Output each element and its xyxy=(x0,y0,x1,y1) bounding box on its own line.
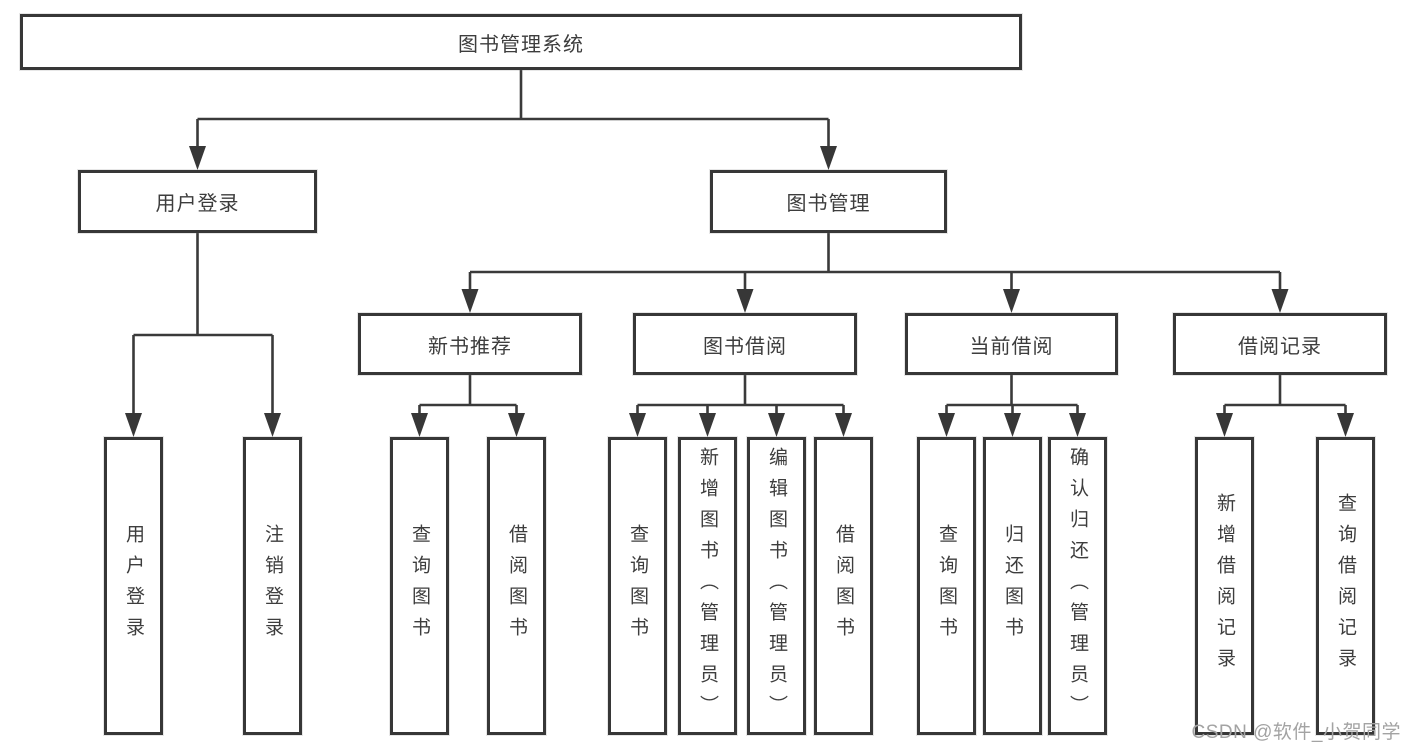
csdn-watermark: CSDN @软件_小贺同学 xyxy=(1191,722,1401,743)
leaf-add-books-admin: 新增图书（管理员） xyxy=(678,437,737,735)
arrowhead xyxy=(189,146,206,170)
node-label: 当前借阅 xyxy=(969,335,1054,358)
connector-root-to-level2 xyxy=(196,70,830,147)
node-label: 借阅记录 xyxy=(1238,335,1322,358)
arrowhead xyxy=(768,413,785,437)
leaf-edit-books-admin: 编辑图书（管理员） xyxy=(747,437,806,735)
connector-current-to-leaves xyxy=(945,375,1079,414)
arrowhead xyxy=(820,146,837,170)
node-new-book-recommend: 新书推荐 xyxy=(358,313,582,375)
node-label: 注销登录 xyxy=(262,524,283,648)
node-label: 查询图书 xyxy=(409,524,430,648)
leaf-return-books: 归还图书 xyxy=(983,437,1042,735)
leaf-add-borrow-record: 新增借阅记录 xyxy=(1195,437,1254,735)
node-label: 借阅图书 xyxy=(506,524,527,648)
node-current-borrow: 当前借阅 xyxy=(905,313,1118,375)
node-label: 归还图书 xyxy=(1002,524,1023,648)
arrowhead xyxy=(508,413,525,437)
arrowhead xyxy=(629,413,646,437)
node-label: 借阅图书 xyxy=(833,524,854,648)
node-book-borrow: 图书借阅 xyxy=(633,313,857,375)
leaf-query-borrow-record: 查询借阅记录 xyxy=(1316,437,1375,735)
node-label: 新书推荐 xyxy=(428,335,512,358)
leaf-borrow-books: 借阅图书 xyxy=(814,437,873,735)
arrowhead xyxy=(699,413,716,437)
arrowhead xyxy=(125,413,142,437)
node-label: 图书借阅 xyxy=(703,335,787,358)
node-label: 编辑图书（管理员） xyxy=(766,446,787,726)
node-label: 新增图书（管理员） xyxy=(697,446,718,726)
node-label: 查询图书 xyxy=(627,524,648,648)
connector-borrow-to-leaves xyxy=(636,375,845,414)
leaf-logout: 注销登录 xyxy=(243,437,302,735)
connector-recommend-to-leaves xyxy=(418,375,518,414)
node-label: 图书管理 xyxy=(786,193,871,215)
node-root-system: 图书管理系统 xyxy=(20,14,1022,70)
arrowhead xyxy=(1216,413,1233,437)
arrowhead xyxy=(461,289,479,313)
node-borrow-records: 借阅记录 xyxy=(1173,313,1387,375)
node-label: 查询图书 xyxy=(936,524,957,648)
arrowhead xyxy=(1271,289,1289,313)
leaf-confirm-return-admin: 确认归还（管理员） xyxy=(1048,437,1107,735)
arrowhead xyxy=(1003,289,1020,313)
connector-records-to-leaves xyxy=(1223,375,1347,414)
node-label: 新增借阅记录 xyxy=(1214,493,1235,679)
leaf-query-books-borrow: 查询图书 xyxy=(608,437,667,735)
arrowhead xyxy=(736,289,754,313)
arrowhead xyxy=(1069,413,1086,437)
arrowhead xyxy=(1337,413,1354,437)
connector-mgmt-to-level3 xyxy=(468,233,1282,290)
node-label: 确认归还（管理员） xyxy=(1067,446,1088,726)
node-label: 用户登录 xyxy=(155,193,240,215)
node-label: 用户登录 xyxy=(123,524,144,648)
leaf-query-books-recommend: 查询图书 xyxy=(390,437,449,735)
node-book-management: 图书管理 xyxy=(710,170,947,233)
arrowhead xyxy=(835,413,852,437)
arrowhead xyxy=(1004,413,1021,437)
leaf-borrow-books-recommend: 借阅图书 xyxy=(487,437,546,735)
connector-login-to-leaves xyxy=(132,233,274,414)
arrowhead xyxy=(938,413,955,437)
arrowhead xyxy=(264,413,281,437)
leaf-user-login: 用户登录 xyxy=(104,437,163,735)
node-label: 图书管理系统 xyxy=(458,33,584,56)
node-label: 查询借阅记录 xyxy=(1335,493,1356,679)
arrowhead xyxy=(411,413,428,437)
leaf-query-books-current: 查询图书 xyxy=(917,437,976,735)
node-user-login: 用户登录 xyxy=(78,170,317,233)
